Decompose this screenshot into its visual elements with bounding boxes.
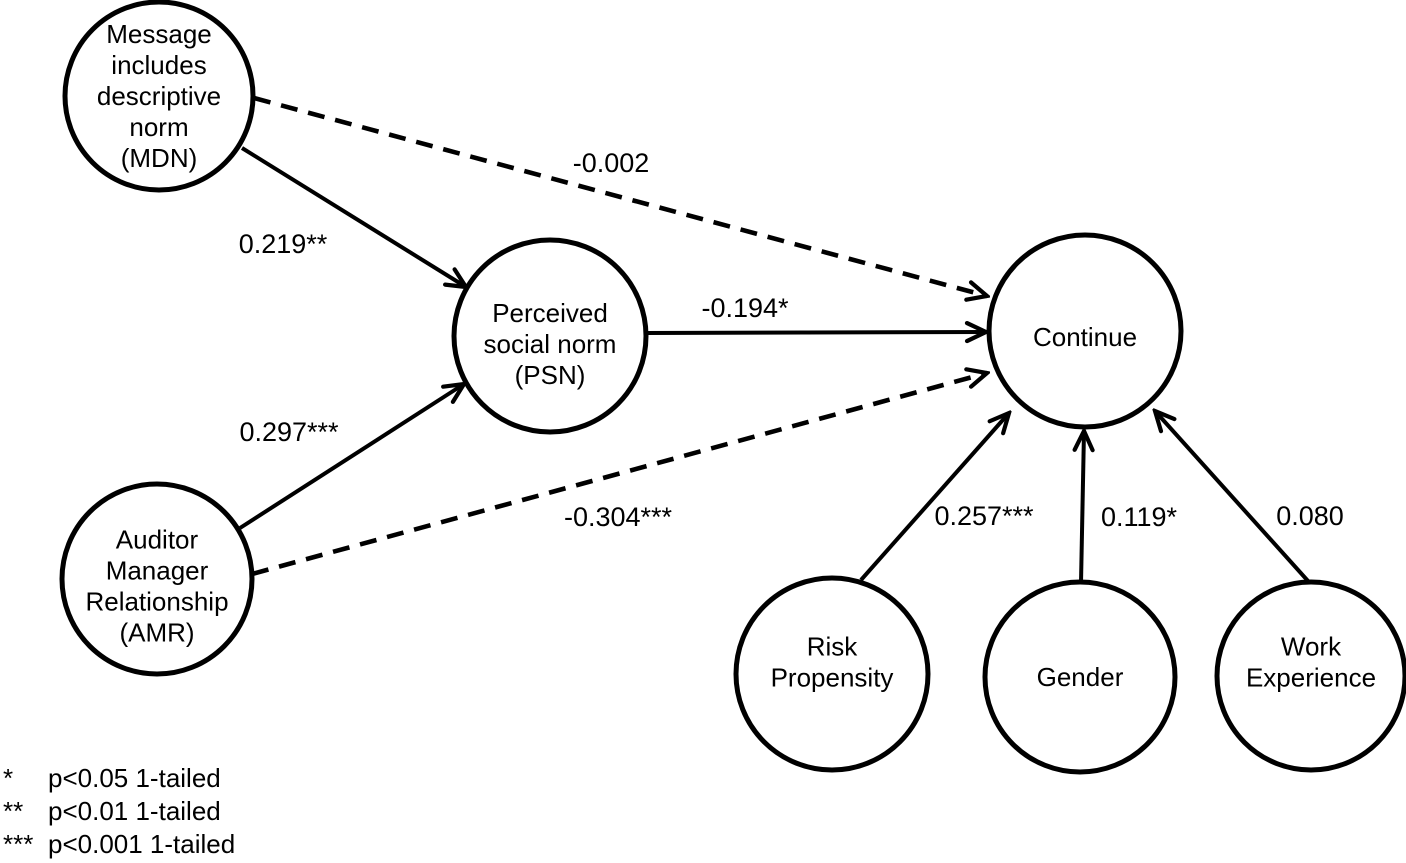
legend-symbol: **: [3, 796, 24, 826]
edge-psn-continue: [645, 332, 986, 333]
node-circle: [59, 481, 255, 677]
edge-mdn-psn: [240, 146, 466, 287]
node-label: Continue: [1033, 322, 1137, 352]
legend-symbol: *: [3, 763, 14, 793]
edge-mdn-continue: [253, 95, 987, 296]
edge-coefficient-gender-continue: 0.119*: [1101, 502, 1178, 532]
significance-legend: * p<0.05 1-tailed ** p<0.01 1-tailed *** p<…: [3, 762, 235, 861]
legend-text: p<0.05 1-tailed: [48, 763, 221, 793]
edge-coefficient-amr-psn: 0.297***: [239, 417, 339, 447]
edge-coefficient-risk-continue: 0.257***: [934, 501, 1034, 531]
edge-work-continue: [1155, 411, 1310, 583]
legend-item: * p<0.05 1-tailed: [3, 762, 235, 795]
node-circle: [982, 579, 1178, 775]
legend-text: p<0.001 1-tailed: [48, 829, 236, 859]
edges-layer: 0.219** 0.297*** -0.002 -0.304*** -0.194* 0.2…: [238, 95, 1344, 584]
node-circle: [1214, 579, 1406, 773]
node-circle: [733, 575, 931, 773]
node-circle: [451, 237, 649, 435]
edge-coefficient-amr-continue: -0.304***: [564, 502, 673, 532]
edge-amr-continue: [251, 373, 987, 577]
node-label: Gender: [1037, 662, 1124, 692]
edge-coefficient-mdn-psn: 0.219**: [239, 229, 328, 259]
legend-item: ** p<0.01 1-tailed: [3, 795, 235, 828]
edge-amr-psn: [238, 384, 464, 530]
edge-coefficient-psn-continue: -0.194*: [701, 293, 789, 323]
legend-symbol: ***: [3, 829, 34, 859]
node-circle: [986, 232, 1184, 430]
edge-risk-continue: [859, 413, 1009, 582]
node-circle: [62, 0, 256, 193]
edge-coefficient-work-continue: 0.080: [1276, 501, 1344, 531]
legend-item: *** p<0.001 1-tailed: [3, 828, 235, 861]
legend-text: p<0.01 1-tailed: [48, 796, 221, 826]
edge-gender-continue: [1081, 431, 1084, 584]
node-gender: Gender: [982, 579, 1178, 775]
edge-coefficient-mdn-continue: -0.002: [573, 148, 650, 178]
node-continue: Continue: [986, 232, 1184, 430]
